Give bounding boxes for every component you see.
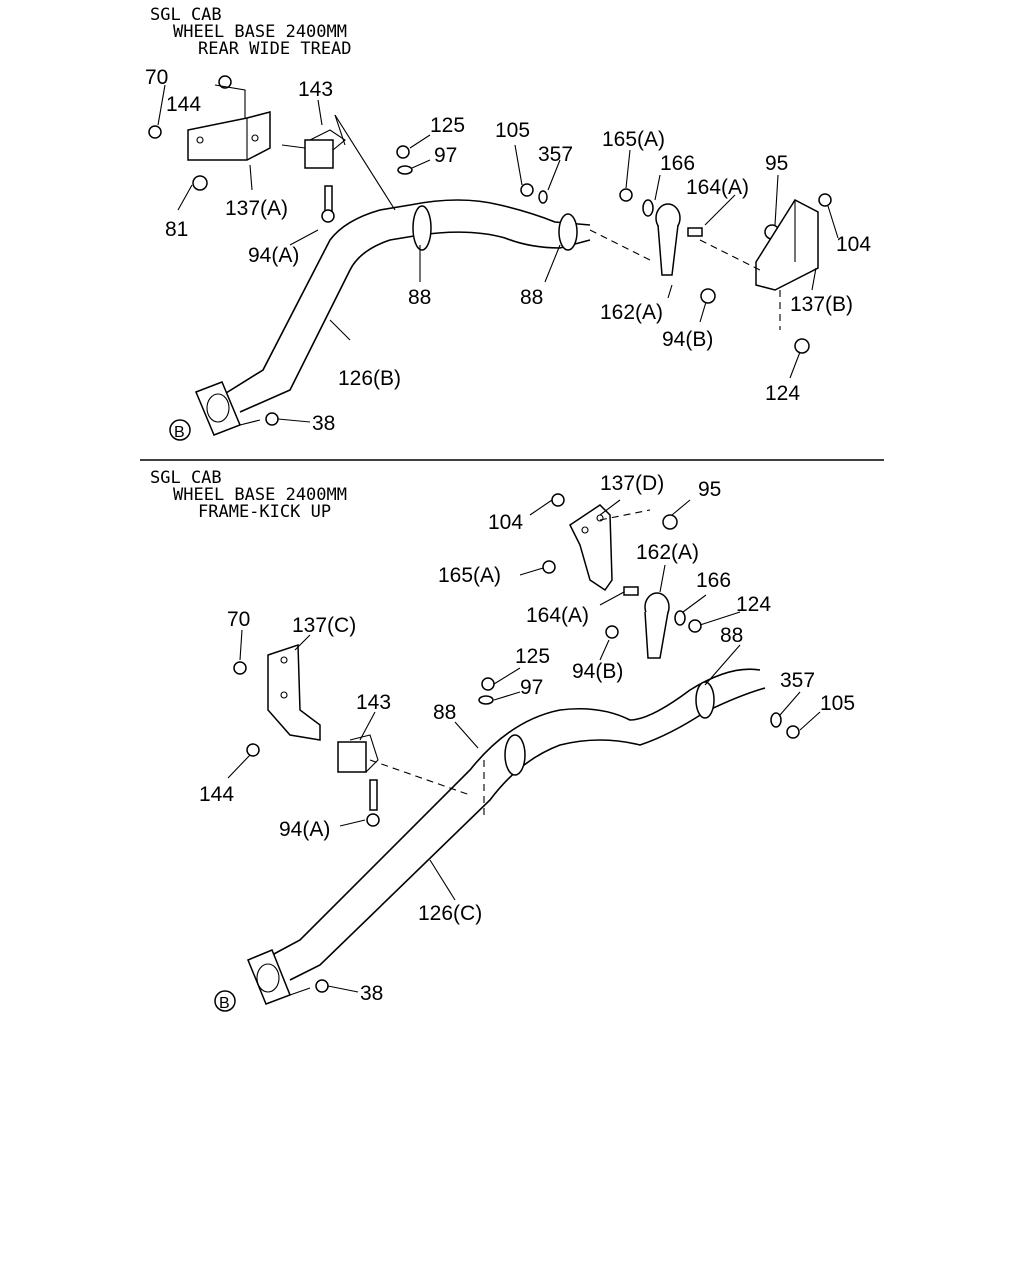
top-hanger-162a xyxy=(655,203,681,276)
top-section-header: SGL CAB WHEEL BASE 2400MM REAR WIDE TREA… xyxy=(150,5,352,59)
top-callout-126b: 126(B) xyxy=(338,367,401,390)
top-flange-b xyxy=(195,381,241,436)
top-callout-94a: 94(A) xyxy=(248,244,299,267)
bottom-callout-357: 357 xyxy=(780,669,815,692)
top-callout-95: 95 xyxy=(765,152,788,175)
top-callout-166: 166 xyxy=(660,152,695,175)
top-callout-164a: 164(A) xyxy=(686,176,749,199)
top-exhaust-pipe-126b xyxy=(195,199,591,436)
top-callouts: 70 144 143 125 97 105 357 165(A) 166 164… xyxy=(145,66,871,441)
top-callout-144: 144 xyxy=(166,93,201,116)
bottom-callout-165a: 165(A) xyxy=(438,564,501,587)
top-header-line-3: REAR WIDE TREAD xyxy=(198,39,352,59)
top-callout-88-left: 88 xyxy=(408,286,431,309)
bottom-marker-b-circle xyxy=(214,990,236,1012)
bottom-header-line-1: SGL CAB xyxy=(150,468,222,488)
top-callout-162a: 162(A) xyxy=(600,301,663,324)
bottom-clamp-88-right xyxy=(695,681,715,719)
top-callout-94b: 94(B) xyxy=(662,328,713,351)
top-callout-124: 124 xyxy=(765,382,800,405)
bottom-bracket-137c xyxy=(267,643,321,741)
bottom-callout-125: 125 xyxy=(515,645,550,668)
bottom-callout-94b: 94(B) xyxy=(572,660,623,683)
bottom-fasteners xyxy=(233,493,800,993)
bottom-flange-b xyxy=(247,949,291,1005)
top-marker-b: B xyxy=(174,424,185,441)
top-clamp-88-left xyxy=(412,205,432,251)
bottom-callout-105: 105 xyxy=(820,692,855,715)
top-fasteners xyxy=(148,75,832,426)
bottom-callout-70: 70 xyxy=(227,608,250,631)
top-callout-88-right: 88 xyxy=(520,286,543,309)
bottom-exhaust-pipe-126c xyxy=(247,668,766,1005)
top-marker-b-circle xyxy=(169,419,191,441)
bottom-callout-126c: 126(C) xyxy=(418,902,482,925)
bottom-callout-143: 143 xyxy=(356,691,391,714)
top-mount-143 xyxy=(281,129,346,169)
top-callout-38: 38 xyxy=(312,412,335,435)
bottom-clamp-88-left xyxy=(504,734,526,776)
bottom-callouts: 137(D) 95 104 162(A) 165(A) 166 164(A) 1… xyxy=(199,472,855,1012)
top-callout-81: 81 xyxy=(165,218,188,241)
top-callout-104: 104 xyxy=(836,233,871,256)
top-callout-137a: 137(A) xyxy=(225,197,288,220)
bottom-callout-166: 166 xyxy=(696,569,731,592)
bottom-callout-137c: 137(C) xyxy=(292,614,356,637)
bottom-header-line-2: WHEEL BASE 2400MM xyxy=(173,485,347,505)
top-callout-357: 357 xyxy=(538,143,573,166)
top-header-line-1: SGL CAB xyxy=(150,5,222,25)
top-callout-70: 70 xyxy=(145,66,168,89)
top-header-line-2: WHEEL BASE 2400MM xyxy=(173,22,347,42)
bottom-marker-b: B xyxy=(219,995,230,1012)
bottom-callout-104: 104 xyxy=(488,511,523,534)
bottom-bracket-137d xyxy=(569,504,613,592)
bottom-callout-162a: 162(A) xyxy=(636,541,699,564)
top-callout-143: 143 xyxy=(298,78,333,101)
bottom-header-line-3: FRAME-KICK UP xyxy=(198,502,331,522)
bottom-callout-97: 97 xyxy=(520,676,543,699)
top-leader-lines xyxy=(157,84,839,426)
bottom-section-header: SGL CAB WHEEL BASE 2400MM FRAME-KICK UP xyxy=(150,468,347,522)
bottom-callout-95: 95 xyxy=(698,478,721,501)
bottom-callout-137d: 137(D) xyxy=(600,472,664,495)
top-callout-105: 105 xyxy=(495,119,530,142)
bottom-leader-lines xyxy=(227,499,821,996)
bottom-callout-88-right: 88 xyxy=(720,624,743,647)
top-callout-165a: 165(A) xyxy=(602,128,665,151)
bottom-callout-38: 38 xyxy=(360,982,383,1005)
top-bracket-137a xyxy=(187,111,271,161)
bottom-callout-144: 144 xyxy=(199,783,234,806)
bottom-callout-94a: 94(A) xyxy=(279,818,330,841)
bottom-callout-88-left: 88 xyxy=(433,701,456,724)
top-clamp-88-right xyxy=(558,213,578,251)
bottom-callout-164a: 164(A) xyxy=(526,604,589,627)
top-callout-125: 125 xyxy=(430,114,465,137)
top-callout-137b: 137(B) xyxy=(790,293,853,316)
bottom-hanger-162a xyxy=(644,592,670,659)
top-callout-97: 97 xyxy=(434,144,457,167)
bottom-mount-143 xyxy=(337,734,379,773)
top-bracket-137b xyxy=(755,199,819,291)
bottom-callout-124: 124 xyxy=(736,593,771,616)
